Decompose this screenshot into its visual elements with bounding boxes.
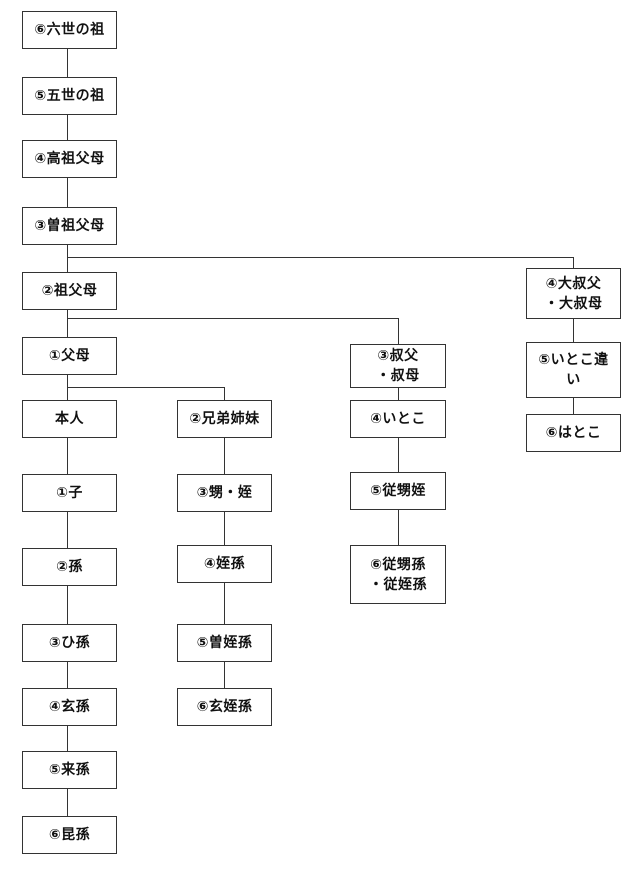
node-siblings: ②兄弟姉妹	[177, 400, 272, 438]
node-5th-gen-descendant: ⑤来孫	[22, 751, 117, 789]
connector-line	[67, 438, 68, 474]
node-first-cousins-child: ⑤従甥姪	[350, 472, 446, 510]
connector-line	[67, 586, 68, 624]
node-great-great-grandchild: ④玄孫	[22, 688, 117, 726]
connector-line	[67, 115, 68, 140]
connector-line	[67, 49, 68, 77]
connector-line	[67, 662, 68, 688]
node-nephew-niece: ③甥・姪	[177, 474, 272, 512]
connector-line	[67, 178, 68, 207]
node-6th-gen-ancestor: ⑥六世の祖	[22, 11, 117, 49]
node-great-great-grandparents: ④高祖父母	[22, 140, 117, 178]
node-6th-gen-descendant: ⑥昆孫	[22, 816, 117, 854]
connector-line	[67, 789, 68, 816]
node-great-grandnephew: ⑤曽姪孫	[177, 624, 272, 662]
node-great-grandchild: ③ひ孫	[22, 624, 117, 662]
connector-line	[573, 398, 574, 414]
node-uncle-aunt: ③叔父 ・叔母	[350, 344, 446, 388]
node-great-great-grandnephew: ⑥玄姪孫	[177, 688, 272, 726]
connector-line	[224, 662, 225, 688]
connector-line	[67, 310, 68, 337]
connector-line	[67, 257, 574, 258]
connector-line	[224, 512, 225, 545]
node-child: ①子	[22, 474, 117, 512]
node-cousin: ④いとこ	[350, 400, 446, 438]
connector-line	[573, 319, 574, 342]
connector-line	[67, 245, 68, 272]
connector-line	[67, 512, 68, 548]
node-5th-gen-ancestor: ⑤五世の祖	[22, 77, 117, 115]
connector-line	[224, 583, 225, 624]
connector-line	[67, 726, 68, 751]
connector-line	[398, 438, 399, 472]
node-first-cousin-once-removed: ⑤いとこ違 い	[526, 342, 621, 398]
node-great-grandparents: ③曽祖父母	[22, 207, 117, 245]
node-second-cousin: ⑥はとこ	[526, 414, 621, 452]
connector-line	[398, 510, 399, 545]
connector-line	[224, 387, 225, 400]
connector-line	[398, 388, 399, 400]
connector-line	[398, 318, 399, 344]
node-parents: ①父母	[22, 337, 117, 375]
connector-line	[224, 438, 225, 474]
node-granduncle-grandaunt: ④大叔父 ・大叔母	[526, 268, 621, 319]
node-self: 本人	[22, 400, 117, 438]
node-grandnephew-grandniece: ④姪孫	[177, 545, 272, 583]
node-first-cousins-grandchild: ⑥従甥孫 ・従姪孫	[350, 545, 446, 604]
node-grandparents: ②祖父母	[22, 272, 117, 310]
node-grandchild: ②孫	[22, 548, 117, 586]
connector-line	[573, 257, 574, 268]
connector-line	[67, 318, 399, 319]
connector-line	[67, 387, 225, 388]
